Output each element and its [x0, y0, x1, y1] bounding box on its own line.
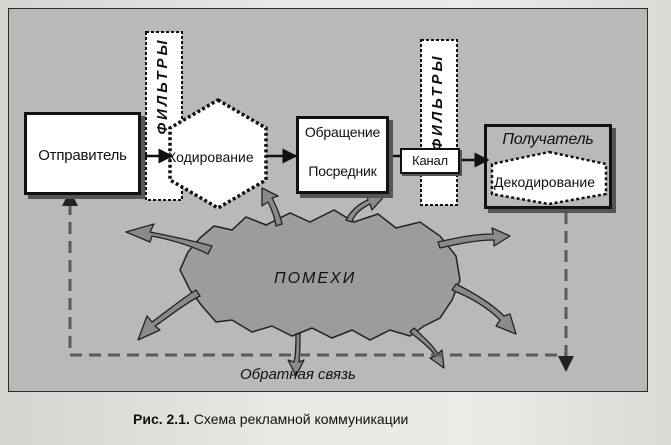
noise-arrows: [125, 187, 517, 377]
feedback-label: Обратная связь: [240, 366, 356, 383]
decoding-hexagon: [490, 150, 608, 206]
decoding-label: Декодирование: [494, 174, 595, 190]
channel-box: Канал: [400, 148, 460, 174]
receiver-box: Получатель: [484, 124, 612, 209]
medium-label-line1: Обращение: [304, 124, 381, 140]
figure-caption: Рис. 2.1. Схема рекламной коммуникации: [133, 411, 408, 427]
filters-label-2: ФИЛЬТРЫ: [429, 53, 446, 151]
sender-box: Отправитель: [24, 112, 141, 195]
feedback-loop: [68, 196, 568, 357]
receiver-label: Получатель: [502, 131, 594, 148]
encoding-label: Кодирование: [168, 149, 254, 165]
channel-label: Канал: [412, 153, 448, 168]
filters-label-1: ФИЛЬТРЫ: [154, 37, 171, 135]
caption-number: Рис. 2.1.: [133, 411, 190, 427]
sender-label: Отправитель: [38, 147, 127, 164]
noise-label: ПОМЕХИ: [274, 270, 357, 287]
filter-strip-2: [420, 39, 458, 206]
noise-cloud: [179, 209, 461, 341]
feedback-arrowhead-up: [62, 190, 78, 206]
encoding-hexagon: [168, 97, 268, 211]
medium-box: Обращение Посредник: [296, 116, 389, 194]
feedback-arrowhead-down: [558, 356, 574, 372]
caption-text: Схема рекламной коммуникации: [193, 411, 409, 427]
medium-label-line2: Посредник: [308, 163, 377, 179]
